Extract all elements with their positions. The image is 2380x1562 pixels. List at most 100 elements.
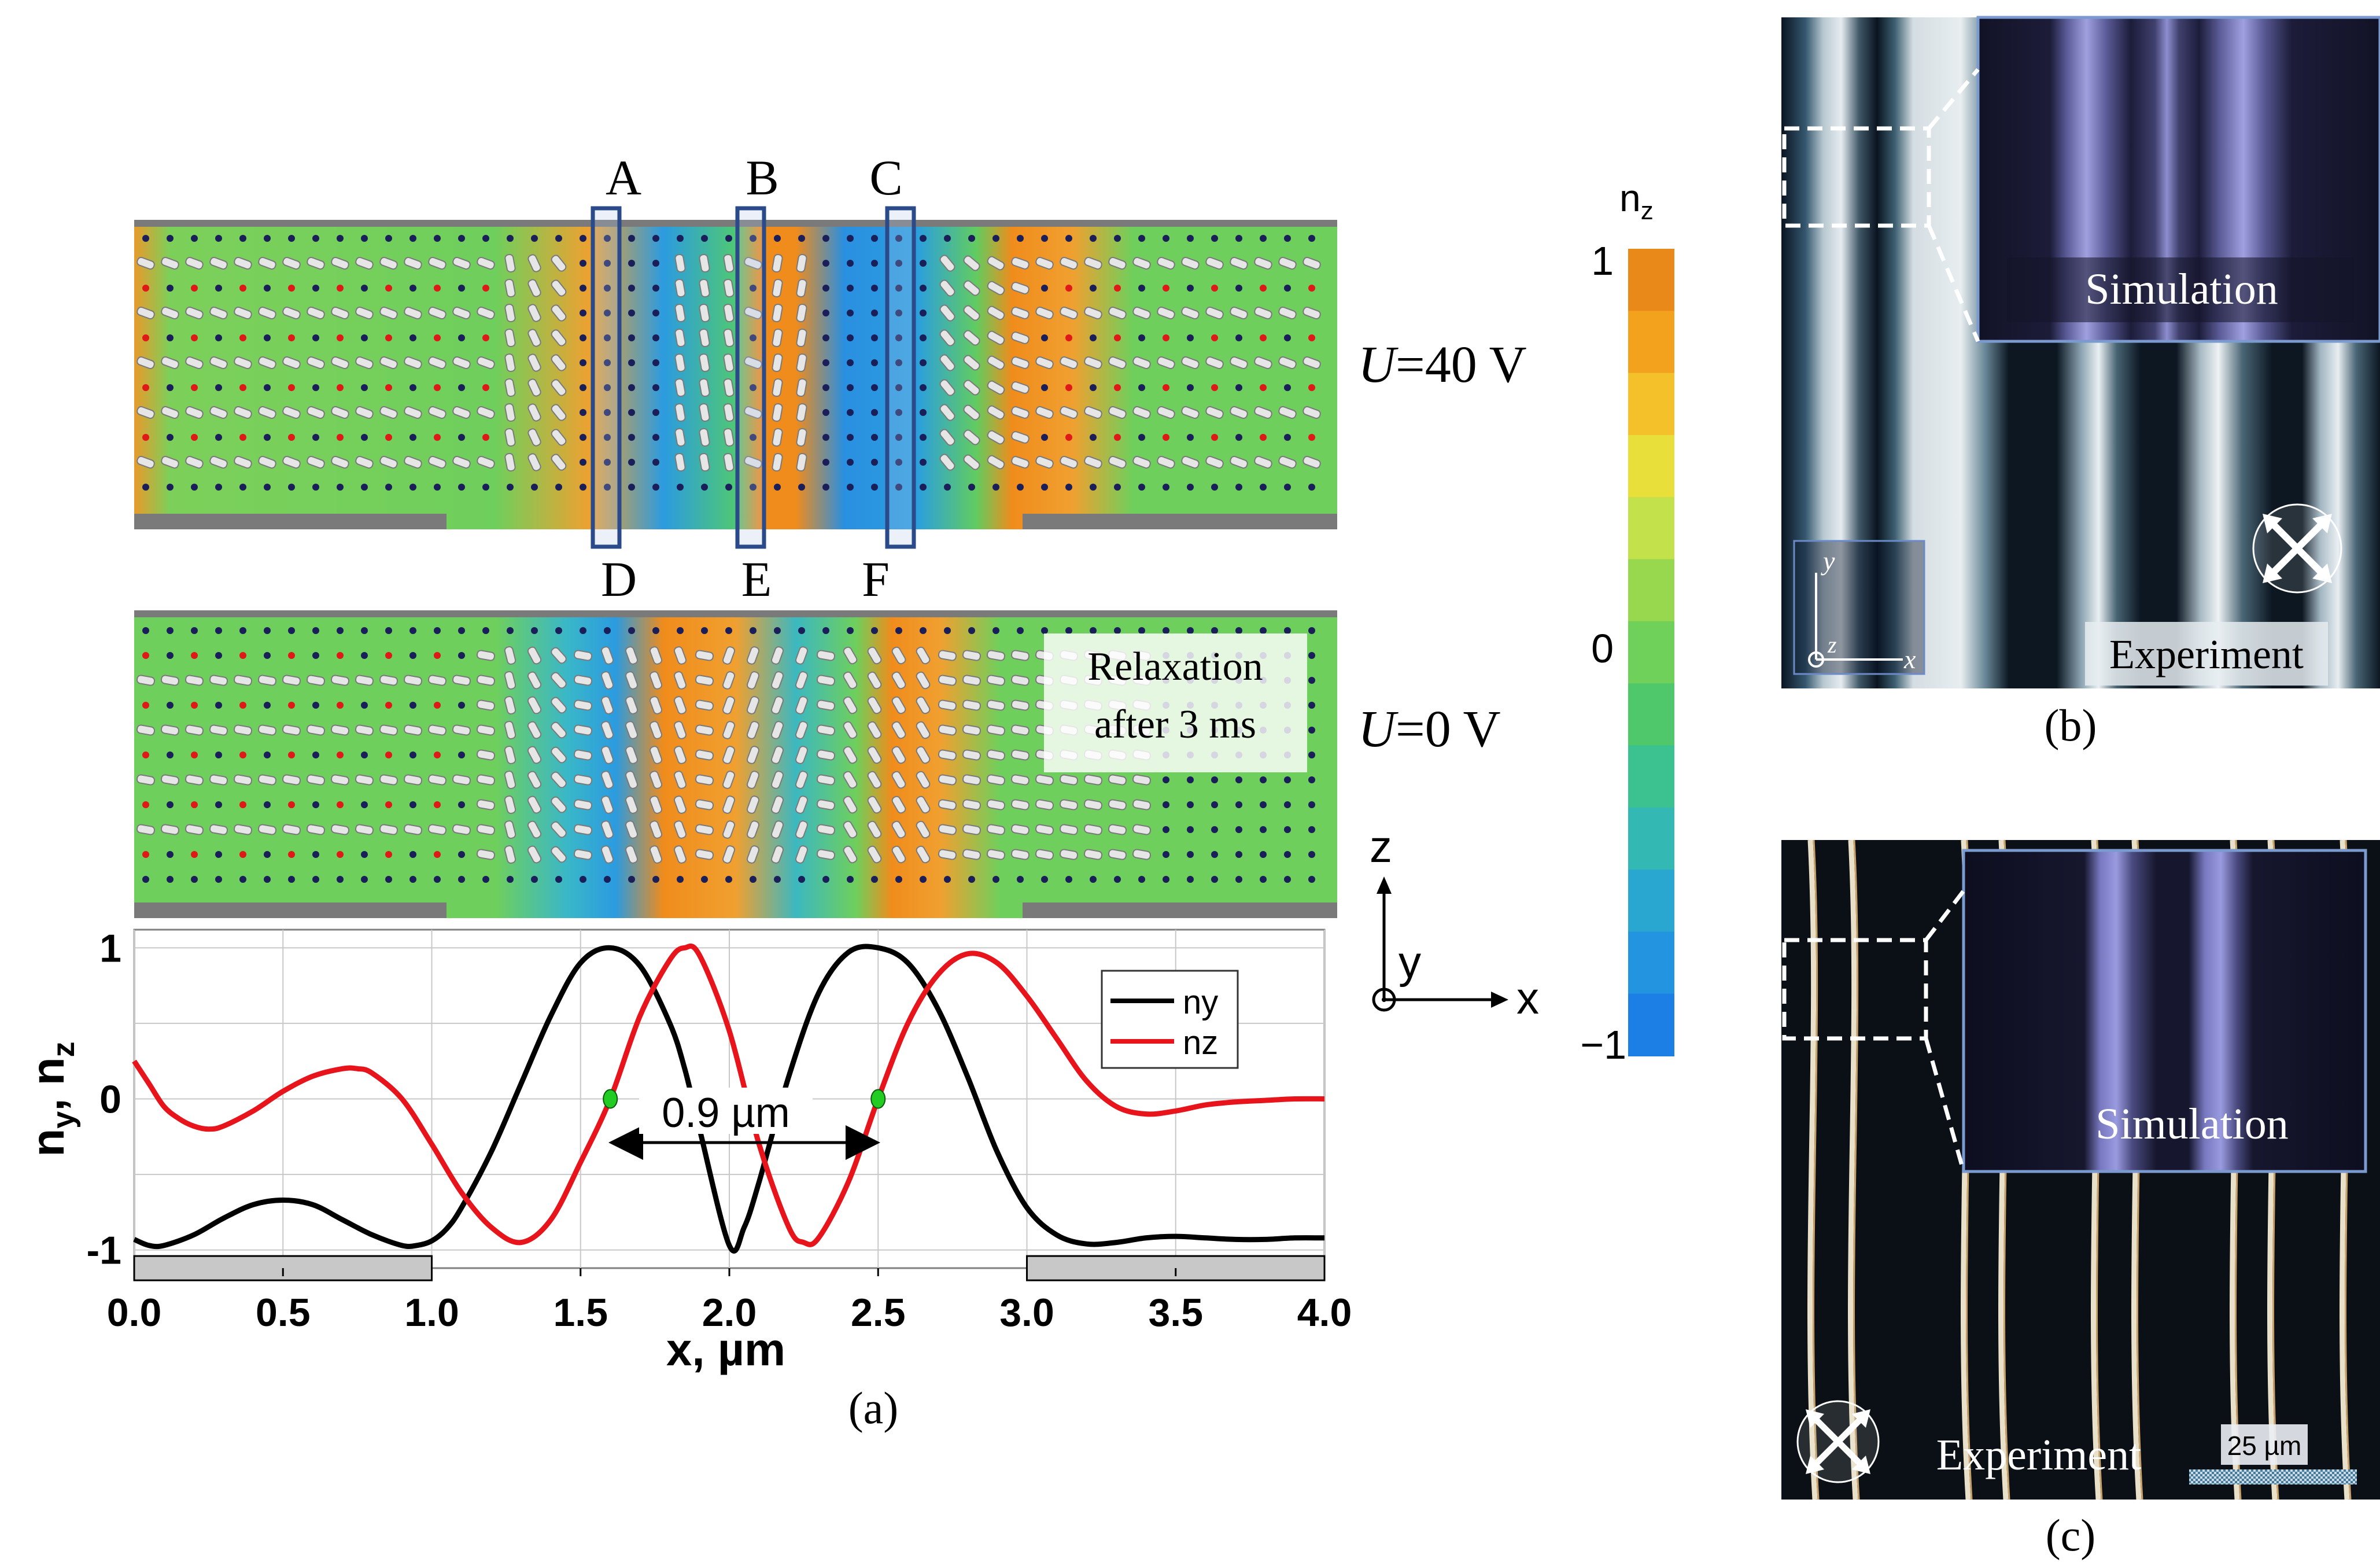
director-rod	[282, 256, 301, 270]
director-rod	[234, 406, 252, 419]
director-rod	[504, 795, 516, 814]
section-label-a: A	[606, 150, 641, 205]
director-dot	[1090, 434, 1097, 441]
director-rod	[1205, 356, 1224, 370]
director-rod	[1230, 356, 1248, 370]
director-rod	[161, 455, 179, 469]
director-map-0v: Relaxation after 3 ms	[134, 610, 1337, 918]
director-rod	[796, 452, 807, 472]
director-dot-red	[239, 702, 246, 709]
scale-bar-label: 25 µm	[2227, 1431, 2302, 1461]
director-dot	[1235, 627, 1242, 634]
director-dot	[215, 285, 222, 292]
disclination-line	[1807, 839, 1818, 1500]
director-rod	[136, 455, 155, 469]
z-axis-arrowhead	[1377, 876, 1392, 894]
panel-c-micrograph: Simulation Experiment 25 µm	[1781, 839, 2380, 1500]
director-dot	[167, 702, 174, 709]
director-rod	[938, 650, 957, 661]
director-rod	[843, 795, 858, 814]
director-dot	[215, 876, 222, 883]
director-rod	[867, 646, 882, 665]
director-rod	[476, 774, 496, 786]
director-rod	[1010, 824, 1030, 835]
director-rod	[527, 279, 541, 297]
director-dot	[677, 484, 684, 491]
x-tick-label: 2.5	[851, 1291, 906, 1335]
director-dot	[1017, 235, 1024, 242]
director-rod	[939, 429, 955, 446]
director-rod	[816, 824, 836, 835]
director-dot	[968, 876, 975, 883]
director-rod	[986, 699, 1006, 711]
director-rod	[891, 746, 906, 764]
director-dot	[1284, 235, 1291, 242]
y-axis-out-icon	[1372, 988, 1396, 1012]
director-rod	[939, 404, 955, 421]
director-dot-red	[288, 801, 295, 808]
director-rod	[551, 255, 567, 272]
director-rod	[504, 303, 516, 323]
director-rod	[795, 795, 809, 814]
director-rod	[257, 724, 277, 736]
director-dot	[142, 627, 149, 634]
director-dot	[628, 359, 635, 366]
director-rod	[987, 380, 1005, 395]
director-rod	[355, 306, 374, 320]
x-tick-label: 1.0	[404, 1291, 459, 1335]
director-rod	[1278, 406, 1297, 419]
director-dot	[750, 235, 757, 242]
director-dot	[725, 484, 732, 491]
director-rod	[695, 799, 714, 811]
director-dot	[264, 434, 271, 441]
director-rod	[573, 699, 593, 711]
director-rod	[938, 849, 957, 860]
director-rod	[160, 724, 180, 736]
director-rod	[699, 353, 710, 373]
director-rod	[772, 353, 783, 373]
axis-x-b: x	[1903, 644, 1916, 674]
director-dot-red	[191, 652, 198, 659]
director-rod	[527, 453, 541, 471]
director-rod	[744, 256, 762, 270]
director-dot	[774, 235, 781, 242]
director-rod	[723, 278, 735, 298]
director-rod	[1132, 406, 1151, 419]
director-rod	[1011, 381, 1030, 394]
director-dot	[628, 876, 635, 883]
director-dot	[264, 285, 271, 292]
director-rod	[625, 771, 639, 789]
director-rod	[723, 403, 735, 422]
director-dot	[1284, 876, 1291, 883]
director-dot	[750, 484, 757, 491]
director-dot	[1138, 627, 1145, 634]
director-rod	[452, 356, 471, 370]
director-rod	[746, 820, 760, 839]
director-dot	[458, 751, 465, 758]
director-dot	[701, 876, 708, 883]
director-dot	[458, 876, 465, 883]
director-rod	[722, 671, 736, 690]
director-dot	[337, 484, 344, 491]
director-rod	[796, 403, 807, 422]
director-dot	[531, 627, 538, 634]
section-label-c: C	[869, 150, 902, 205]
director-dot	[944, 235, 951, 242]
director-dot	[1138, 876, 1145, 883]
director-dot	[264, 334, 271, 341]
director-rod	[282, 455, 301, 469]
director-dot	[1284, 801, 1291, 808]
director-dot	[215, 484, 222, 491]
director-rod	[939, 304, 955, 322]
director-dot	[798, 235, 805, 242]
director-dot	[580, 459, 586, 466]
director-rod	[504, 696, 516, 714]
director-rod	[1084, 455, 1102, 469]
director-dot	[458, 702, 465, 709]
director-dot	[847, 235, 854, 242]
director-rod	[1108, 306, 1127, 320]
director-dot	[1090, 876, 1097, 883]
director-rod	[331, 306, 349, 320]
director-rod	[504, 646, 516, 665]
